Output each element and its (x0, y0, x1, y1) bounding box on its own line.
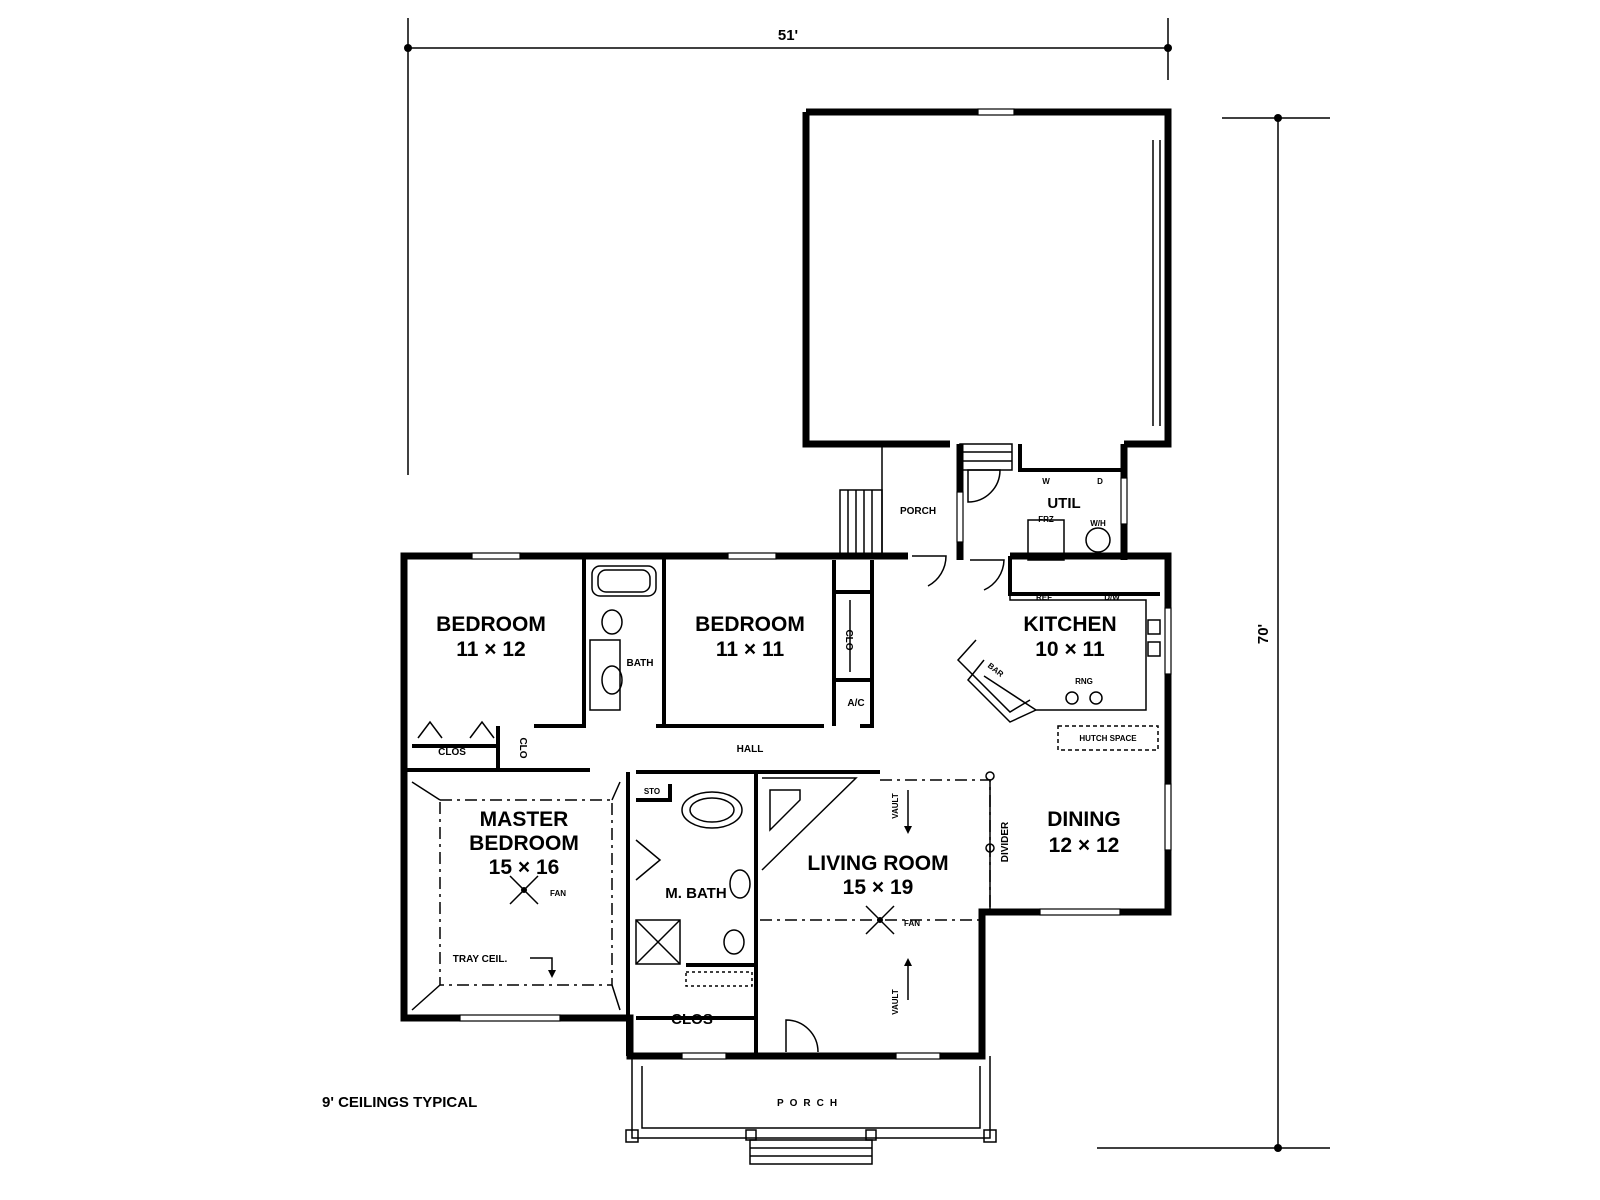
vault-bottom-label: VAULT (891, 989, 900, 1015)
front-porch-label: PORCH (777, 1098, 843, 1109)
hall: HALL (636, 744, 880, 774)
storage-label: STO (644, 787, 660, 796)
closet-left-small-label: CLO (517, 737, 528, 758)
side-porch-label: PORCH (900, 506, 936, 517)
living-fan-label: FAN (904, 919, 920, 928)
kitchen-bar-label: BAR (986, 661, 1005, 679)
dining-size: 12 × 12 (1049, 834, 1120, 857)
front-porch: PORCH (625, 1056, 997, 1165)
master-fan-icon (509, 875, 539, 905)
living-room: LIVING ROOM 15 × 19 FAN VAULT VAULT DIVI… (760, 771, 1011, 1053)
util-label: UTIL (1047, 495, 1080, 512)
util-freezer-label: FRZ (1038, 515, 1054, 524)
util-room: UTIL W D FRZ W/H (956, 444, 1128, 561)
ac-label: A/C (847, 698, 864, 709)
util-water-heater-label: W/H (1090, 519, 1106, 528)
master-fan-label: FAN (550, 889, 566, 898)
master-bath-label: M. BATH (665, 885, 726, 902)
depth-dimension: 70' (1097, 114, 1330, 1152)
util-washer-label: W (1042, 477, 1050, 486)
closet-mid-label: CLO (843, 629, 854, 650)
hall-label: HALL (737, 744, 764, 755)
depth-dimension-label: 70' (1255, 624, 1272, 644)
entry-doors (912, 555, 1005, 591)
kitchen-ref-label: REF (1036, 593, 1052, 602)
bedroom-left-label: BEDROOM (436, 613, 546, 636)
kitchen-dw-label: D/W (1104, 593, 1120, 602)
kitchen-label: KITCHEN (1023, 613, 1116, 636)
kitchen: KITCHEN 10 × 11 REF D/W BAR RNG HUTCH SP… (956, 556, 1161, 751)
bedroom-mid-label: BEDROOM (695, 613, 805, 636)
ceilings-note: 9' CEILINGS TYPICAL (322, 1094, 477, 1111)
vault-top-label: VAULT (891, 793, 900, 819)
bedroom-mid-size: 11 × 11 (716, 638, 785, 661)
closet-left-label: CLOS (438, 747, 466, 758)
bath: BATH (589, 556, 666, 728)
dining: DINING 12 × 12 (1047, 808, 1121, 857)
master-bedroom: MASTER BEDROOM 15 × 16 FAN TRAY CEIL. (411, 772, 630, 1056)
garage (802, 108, 1172, 448)
house-outer-walls (400, 552, 1172, 1060)
bedroom-left-size: 11 × 12 (456, 638, 526, 661)
divider-label: DIVIDER (1000, 821, 1011, 862)
kitchen-range-label: RNG (1075, 677, 1093, 686)
master-bedroom-size: 15 × 16 (489, 856, 560, 879)
width-dimension-label: 51' (778, 27, 798, 44)
util-dryer-label: D (1097, 477, 1103, 486)
width-dimension: 51' (404, 18, 1172, 475)
bedroom-left: BEDROOM 11 × 12 CLOS CLO (404, 556, 590, 772)
dining-label: DINING (1047, 808, 1121, 831)
master-bath: STO M. BATH CLOS (635, 772, 758, 1056)
garage-steps (959, 443, 1013, 471)
bedroom-mid: BEDROOM 11 × 11 CLO A/C (664, 560, 874, 728)
master-closet-label: CLOS (671, 1011, 713, 1028)
living-room-size: 15 × 19 (843, 876, 914, 899)
master-bedroom-label-line2: BEDROOM (469, 832, 579, 855)
master-bedroom-label-line1: MASTER (480, 808, 569, 831)
kitchen-size: 10 × 11 (1035, 638, 1105, 661)
living-room-label: LIVING ROOM (807, 852, 948, 875)
bath-label: BATH (626, 658, 653, 669)
hutch-space-label: HUTCH SPACE (1079, 734, 1137, 743)
side-porch: PORCH (839, 444, 936, 557)
tray-ceiling-label: TRAY CEIL. (453, 954, 508, 965)
living-fan-icon (865, 905, 895, 935)
